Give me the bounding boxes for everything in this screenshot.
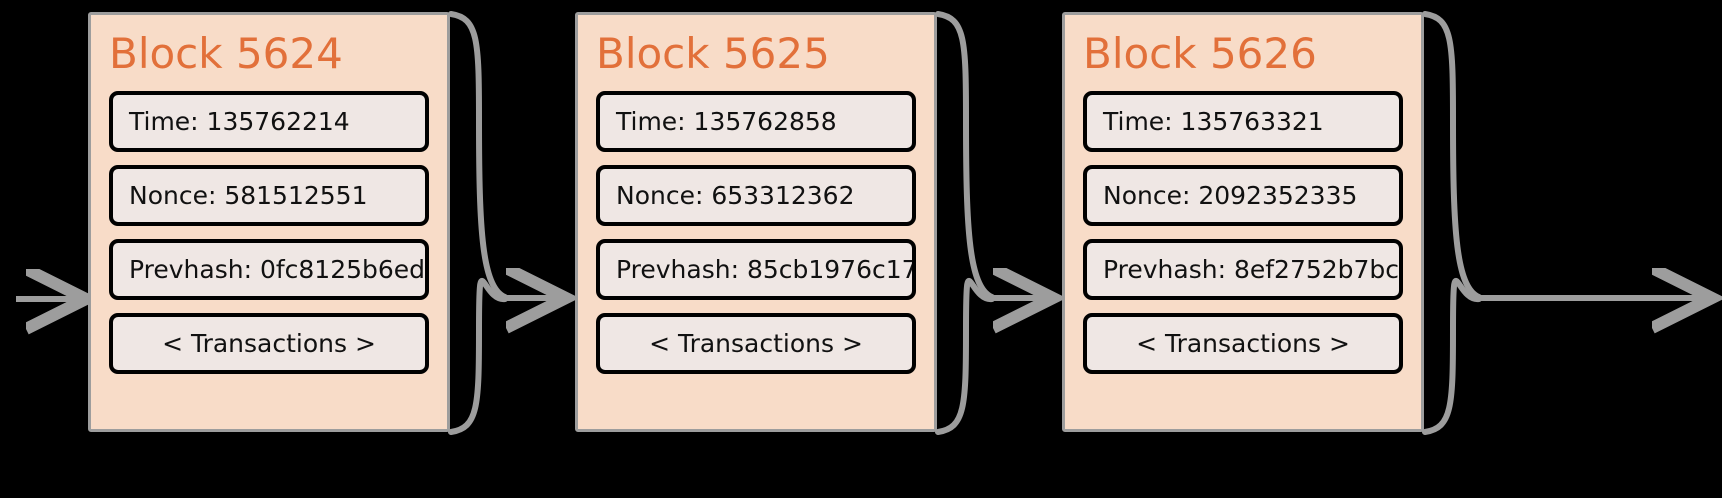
field-nonce: Nonce: 2092352335 xyxy=(1083,165,1403,226)
field-time: Time: 135762858 xyxy=(596,91,916,152)
block-card-2[interactable]: Block 5626 Time: 135763321 Nonce: 209235… xyxy=(1062,12,1424,432)
field-transactions[interactable]: < Transactions > xyxy=(1083,313,1403,374)
chain-link-1 xyxy=(448,11,560,435)
field-time: Time: 135763321 xyxy=(1083,91,1403,152)
block-title: Block 5626 xyxy=(1083,29,1317,78)
block-title: Block 5625 xyxy=(596,29,830,78)
chain-link-2 xyxy=(935,11,1047,435)
field-time: Time: 135762214 xyxy=(109,91,429,152)
block-card-0[interactable]: Block 5624 Time: 135762214 Nonce: 581512… xyxy=(88,12,450,432)
field-transactions[interactable]: < Transactions > xyxy=(596,313,916,374)
block-card-1[interactable]: Block 5625 Time: 135762858 Nonce: 653312… xyxy=(575,12,937,432)
field-prevhash: Prevhash: 85cb1976c171 xyxy=(596,239,916,300)
field-prevhash: Prevhash: 0fc8125b6ed4 xyxy=(109,239,429,300)
chain-link-3 xyxy=(1422,11,1706,435)
block-field-list: Time: 135763321 Nonce: 2092352335 Prevha… xyxy=(1065,91,1421,374)
field-nonce: Nonce: 581512551 xyxy=(109,165,429,226)
field-transactions[interactable]: < Transactions > xyxy=(109,313,429,374)
field-prevhash: Prevhash: 8ef2752b7bc3 xyxy=(1083,239,1403,300)
block-field-list: Time: 135762858 Nonce: 653312362 Prevhas… xyxy=(578,91,934,374)
block-field-list: Time: 135762214 Nonce: 581512551 Prevhas… xyxy=(91,91,447,374)
field-nonce: Nonce: 653312362 xyxy=(596,165,916,226)
block-title: Block 5624 xyxy=(109,29,343,78)
